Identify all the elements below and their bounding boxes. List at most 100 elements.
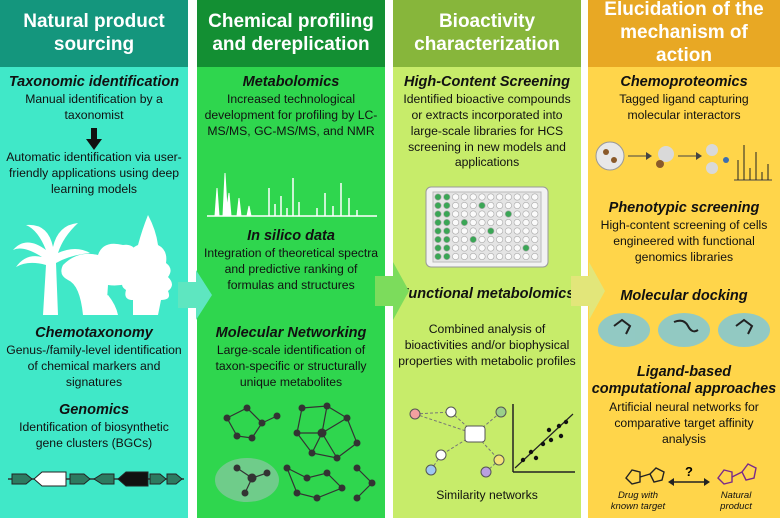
ligand-structures-icon: ? [625,463,757,486]
column-chemical-profiling: Chemical profiling and dereplication Met… [197,0,385,518]
plate-well [504,227,512,235]
plate-well [531,218,539,226]
plate-well [434,210,442,218]
chemoproteomics-icon [595,141,772,181]
plate-well [434,253,442,261]
plate-well [522,201,530,209]
plate-well [460,201,468,209]
plate-well [452,235,460,243]
section-text: High-content screening of cells engineer… [600,218,768,264]
plate-well [469,210,477,218]
section-text: Manual identification by a taxonomist [25,92,163,122]
arrow-right-icon [178,270,212,320]
column-natural-product-sourcing: Natural product sourcing Taxonomic ident… [0,0,188,518]
plate-well [460,210,468,218]
section-text: Increased technological development for … [204,92,378,138]
plate-well [522,244,530,252]
plate-well [460,227,468,235]
arrow-right-icon [571,262,605,320]
plate-well [522,193,530,201]
plate-well [443,218,451,226]
plate-well [531,193,539,201]
column-title: Natural product sourcing [0,0,188,67]
section-text: Artificial neural networks for comparati… [609,400,759,446]
plate-well [460,218,468,226]
plate-well [513,218,521,226]
plate-well [443,193,451,201]
plate-well [496,227,504,235]
section-heading: Metabolomics [242,74,340,90]
down-arrow-icon [86,128,102,150]
plate-well [469,227,477,235]
plate-well [434,193,442,201]
plate-well [513,253,521,261]
plate-well [478,244,486,252]
plate-well [522,235,530,243]
plate-well [434,201,442,209]
section-text: Identification of biosynthetic gene clus… [19,420,169,450]
plate-well [443,244,451,252]
plate-well [452,193,460,201]
plate-well [452,218,460,226]
section-text: Tagged ligand capturing molecular intera… [619,92,749,122]
docking-proteins-icon [598,313,770,347]
plate-well [478,193,486,201]
plate-well [522,227,530,235]
plate-well [531,227,539,235]
plate-well [487,227,495,235]
column-title: Chemical profiling and dereplication [197,0,385,67]
plate-well [478,227,486,235]
section-heading: Chemotaxonomy [35,325,153,341]
plate-well [460,253,468,261]
section-heading: Taxonomic identification [8,74,180,90]
plate-well [478,235,486,243]
plate-well [452,253,460,261]
plate-well [496,201,504,209]
question-mark: ? [685,464,693,479]
plate-well [504,235,512,243]
plate-well [513,235,521,243]
plate-well [452,227,460,235]
plate-well [496,218,504,226]
column-title: Bioactivity characterization [393,0,581,67]
trees-silhouette-icon [13,215,172,315]
plate-well [434,227,442,235]
column-mechanism-of-action: Elucidation of the mechanism of action C… [588,0,780,518]
plate-well [478,201,486,209]
plate-well [522,210,530,218]
section-text: Combined analysis of bioactivities and/o… [398,322,576,368]
natural-product-caption: Natural product [720,490,752,513]
plate-well [487,201,495,209]
plate-well [460,235,468,243]
plate-well [487,244,495,252]
section-heading: Chemoproteomics [620,74,748,90]
plate-well [443,235,451,243]
column-bioactivity: Bioactivity characterization High-Conten… [393,0,581,518]
similarity-network-icon [409,404,575,478]
plate-well [469,201,477,209]
plate-well [434,244,442,252]
plate-well [487,210,495,218]
plate-well [513,244,521,252]
plate-well [531,244,539,252]
plate-well [434,218,442,226]
plate-well [496,193,504,201]
plate-well [531,210,539,218]
plate-well [469,235,477,243]
plate-well [478,253,486,261]
plate-well [513,201,521,209]
plate-well [496,244,504,252]
plate-well [487,193,495,201]
section-text: Automatic identification via user-friend… [6,150,182,196]
plate-well [452,201,460,209]
plate-well [443,201,451,209]
plate-well [496,210,504,218]
plate-well [531,201,539,209]
plate-well [443,227,451,235]
plate-well [522,218,530,226]
section-heading: Phenotypic screening [608,200,760,216]
plate-well [452,244,460,252]
column-title: Elucidation of the mechanism of action [588,0,780,67]
section-heading: High-Content Screening [404,74,570,90]
plate-well [522,253,530,261]
